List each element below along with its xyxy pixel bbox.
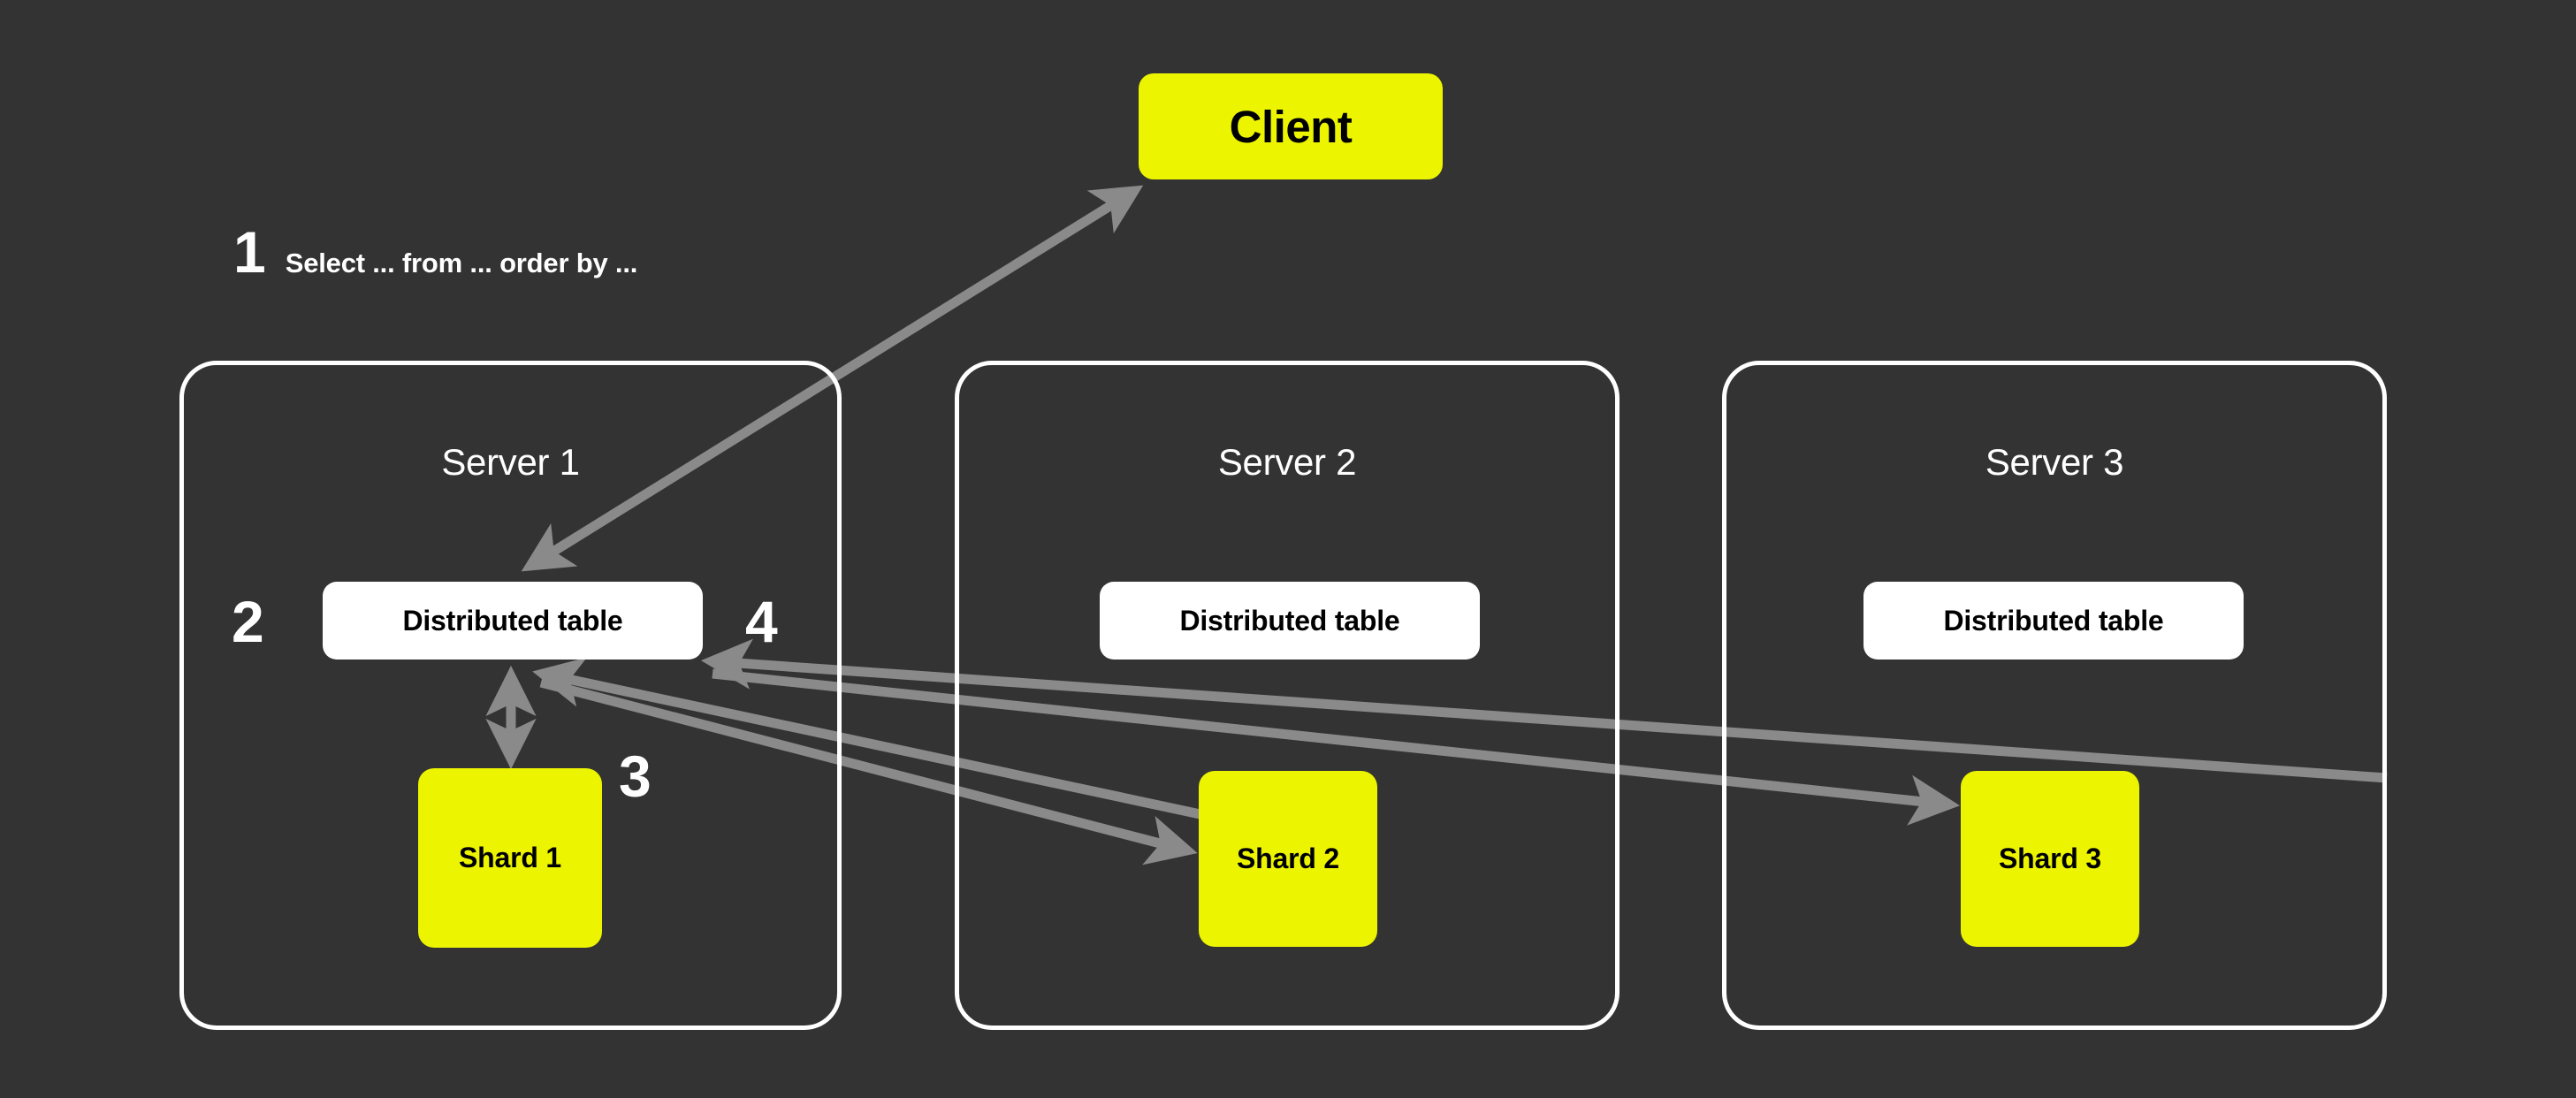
distributed-table-2[interactable]: Distributed table [1100,582,1480,660]
query-text: Select ... from ... order by ... [285,248,638,278]
shard-node-1[interactable]: Shard 1 [418,768,602,948]
distributed-table-3[interactable]: Distributed table [1863,582,2244,660]
distributed-table-label-1: Distributed table [402,604,623,637]
shard-node-2[interactable]: Shard 2 [1199,771,1377,947]
query-caption: 1 Select ... from ... order by ... [233,223,637,281]
server-title-2: Server 2 [1217,441,1357,483]
step-badge-2: 2 [232,589,264,654]
step-badge-1: 1 [233,219,266,285]
server-title-1: Server 1 [441,441,580,483]
step-badge-4: 4 [745,589,778,654]
shard-node-3[interactable]: Shard 3 [1961,771,2139,947]
shard-label-1: Shard 1 [459,842,561,873]
distributed-table-label-3: Distributed table [1943,604,2164,637]
client-label: Client [1229,101,1353,152]
client-node[interactable]: Client [1139,73,1443,179]
shard-label-3: Shard 3 [1999,843,2101,874]
step-badge-3: 3 [619,743,652,809]
distributed-table-label-2: Distributed table [1179,604,1400,637]
distributed-table-1[interactable]: Distributed table [323,582,703,660]
shard-label-2: Shard 2 [1237,843,1339,874]
server-title-3: Server 3 [1985,441,2124,483]
